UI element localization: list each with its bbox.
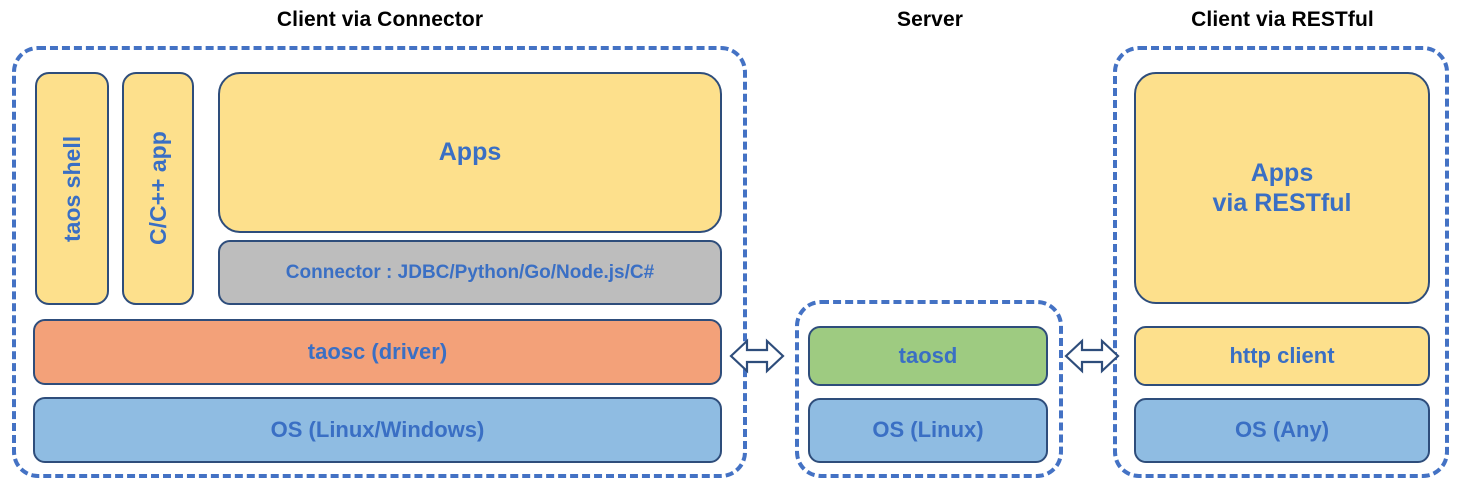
group-client-via-restful (1113, 46, 1449, 478)
block-http-client: http client (1134, 326, 1430, 386)
group-client-via-connector (12, 46, 747, 478)
block-apps-via-restful: Apps via RESTful (1134, 72, 1430, 304)
block-apps-via-restful-line1: Apps (1250, 158, 1314, 187)
group-server (795, 300, 1063, 478)
double-headed-arrow-icon-right (1063, 327, 1121, 385)
block-taos-shell: taos shell (35, 72, 109, 305)
double-headed-arrow-icon-left (728, 327, 786, 385)
block-os-any: OS (Any) (1134, 398, 1430, 463)
block-apps-via-restful-line2: via RESTful (1212, 189, 1352, 217)
block-c-cpp-app: C/C++ app (122, 72, 194, 305)
section-title-server: Server (897, 8, 963, 31)
section-title-client-connector: Client via Connector (276, 8, 484, 31)
block-connector-list: Connector : JDBC/Python/Go/Node.js/C# (218, 240, 722, 305)
section-title-client-restful: Client via RESTful (1191, 8, 1374, 31)
block-taosd: taosd (808, 326, 1048, 386)
block-apps: Apps (218, 72, 722, 233)
block-os-linux: OS (Linux) (808, 398, 1048, 463)
block-os-linux-windows: OS (Linux/Windows) (33, 397, 722, 463)
block-taosc-driver: taosc (driver) (33, 319, 722, 385)
